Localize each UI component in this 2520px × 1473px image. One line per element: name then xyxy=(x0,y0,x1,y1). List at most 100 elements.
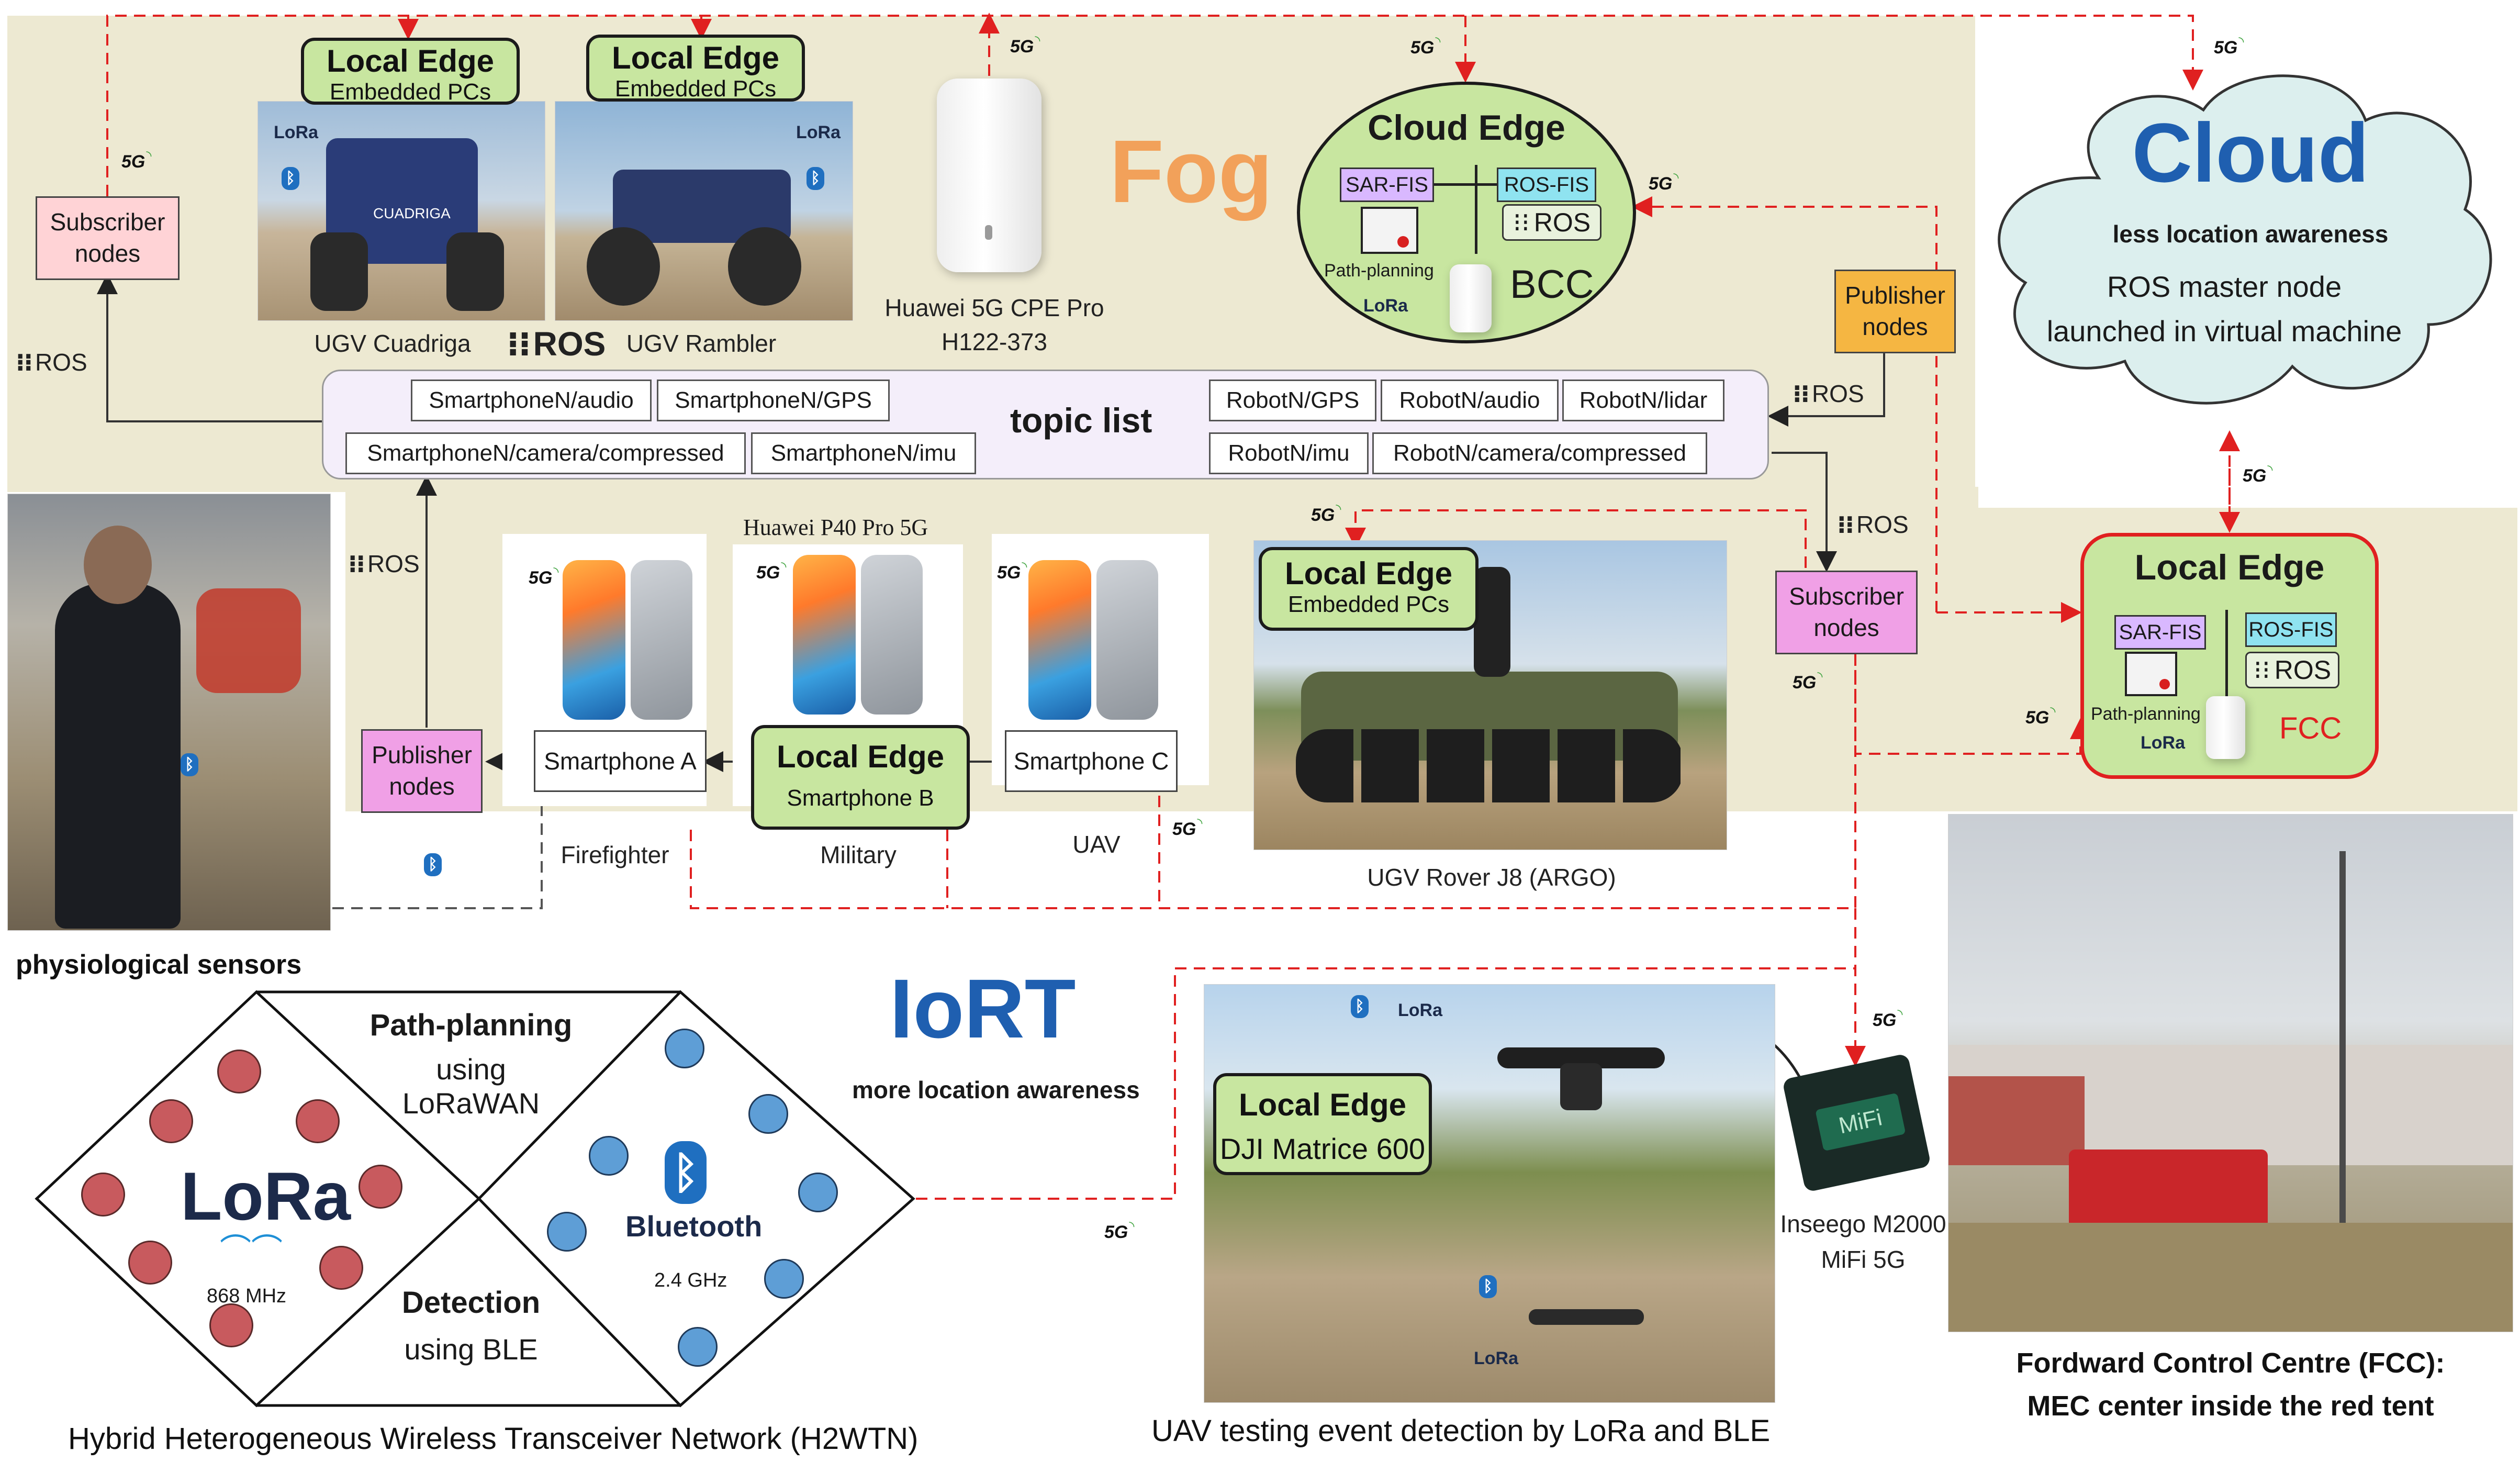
path-planning-icon xyxy=(1361,207,1418,254)
topic-robot-camera: RobotN/camera/compressed xyxy=(1372,432,1707,474)
detection-sub: using BLE xyxy=(404,1333,538,1366)
link-publisher-topic xyxy=(1767,348,1885,427)
bluetooth-frequency: 2.4 GHz xyxy=(654,1269,727,1291)
fcc-path-label: Path-planning xyxy=(2091,704,2201,724)
lora-icon: LoRa xyxy=(796,122,841,142)
five-g-icon: 5G◝ xyxy=(1873,1006,1903,1030)
fog-label: Fog xyxy=(1110,122,1273,221)
field-grass xyxy=(1948,1223,2513,1332)
bcc-divider-h xyxy=(1434,183,1497,186)
lora-icon: LoRa xyxy=(1474,1348,1518,1368)
huawei-cpe-router xyxy=(937,79,1041,272)
cloud-subtitle: less location awareness xyxy=(2112,220,2389,248)
local-edge-rambler: Local Edge Embedded PCs xyxy=(586,35,805,102)
local-edge-argo: Local Edge Embedded PCs xyxy=(1259,547,1479,631)
five-g-icon: 5G◝ xyxy=(121,148,152,172)
firefighter-head xyxy=(84,526,152,604)
topic-robot-imu: RobotN/imu xyxy=(1209,432,1369,474)
lora-node xyxy=(217,1050,261,1093)
lora-node xyxy=(296,1099,340,1143)
argo-wheels xyxy=(1296,729,1683,802)
caption-uav-testing: UAV testing event detection by LoRa and … xyxy=(1151,1414,1771,1448)
caption-ugv-rambler: UGV Rambler xyxy=(626,330,777,357)
publisher-nodes-left: Publisher nodes xyxy=(361,729,483,813)
fcc-router xyxy=(2206,696,2245,759)
antenna-mast xyxy=(2339,851,2346,1228)
cuadriga-plate: CUADRIGA xyxy=(373,205,451,221)
cloud-title: Cloud xyxy=(2132,106,2369,199)
link-topic-subscriber-mid xyxy=(1772,452,1837,572)
bcc-name: BCC xyxy=(1510,262,1594,307)
topic-robot-audio: RobotN/audio xyxy=(1381,380,1559,421)
cloud-line1: ROS master node xyxy=(2107,270,2342,303)
fcc-sarfis-tag: SAR-FIS xyxy=(2114,615,2206,650)
mifi-screen: MiFi xyxy=(1815,1092,1906,1152)
fcc-name: FCC xyxy=(2279,711,2342,745)
bluetooth-icon: ᛒ xyxy=(282,167,299,190)
router-led xyxy=(985,225,992,240)
background-rescuers xyxy=(196,588,301,693)
ros-label-publisher-left: ⁝⁝ROS xyxy=(348,550,420,577)
smartphone-c-back xyxy=(1096,560,1158,720)
smartphone-b-back xyxy=(861,555,923,715)
uav-testing-photo: ᛒ LoRa ᛒ LoRa xyxy=(1204,984,1775,1403)
lora-icon: LoRa xyxy=(1398,1000,1442,1020)
five-g-icon: 5G◝ xyxy=(2214,34,2244,58)
five-g-icon: 5G◝ xyxy=(756,559,787,583)
ble-node xyxy=(798,1173,838,1212)
subscriber-nodes-mid: Subscriber nodes xyxy=(1775,571,1918,654)
smartphone-a-box: Smartphone A xyxy=(534,730,707,792)
lora-icon: LoRa xyxy=(2141,733,2185,753)
ros-grid-icon: ⁝⁝ xyxy=(1513,208,1530,237)
five-g-icon: 5G◝ xyxy=(1172,815,1203,839)
path-planning-title: Path-planning xyxy=(369,1008,573,1042)
ros-label-right: ⁝⁝ROS xyxy=(1793,380,1864,407)
link-argo-5g xyxy=(1345,509,1807,568)
ugv-cuadriga-photo: CUADRIGA LoRa ᛒ xyxy=(257,101,545,321)
bluetooth-icon: ᛒ xyxy=(1351,995,1369,1018)
role-military: Military xyxy=(820,841,897,868)
bcc-path-label: Path-planning xyxy=(1324,261,1434,281)
rambler-wheel xyxy=(587,227,660,306)
bcc-ros-tag: ⁝⁝ROS xyxy=(1502,204,1601,241)
cloud-line2: launched in virtual machine xyxy=(2046,315,2402,348)
smartphone-b-front xyxy=(793,555,856,715)
five-g-icon: 5G◝ xyxy=(2025,704,2056,728)
bluetooth-logo-text: Bluetooth xyxy=(625,1210,763,1243)
subscriber-nodes-top: Subscriber nodes xyxy=(36,196,180,280)
topic-smartphone-gps: SmartphoneN/GPS xyxy=(657,380,890,421)
caption-h2wtn: Hybrid Heterogeneous Wireless Transceive… xyxy=(68,1422,919,1456)
lora-node xyxy=(149,1099,193,1143)
bcc-rosfis-tag: ROS-FIS xyxy=(1497,168,1596,202)
five-g-icon: 5G◝ xyxy=(1010,32,1040,57)
fcc-tent-photo xyxy=(1948,814,2513,1332)
lora-node xyxy=(209,1303,253,1347)
detection-title: Detection xyxy=(401,1286,541,1320)
topic-smartphone-camera: SmartphoneN/camera/compressed xyxy=(345,432,746,474)
ugv-rambler-photo: LoRa ᛒ xyxy=(555,101,853,321)
cloud-shape xyxy=(1998,74,2492,405)
topic-robot-gps: RobotN/GPS xyxy=(1209,380,1376,421)
lora-frequency: 868 MHz xyxy=(207,1285,287,1307)
mifi-caption-line1: Inseego M2000 xyxy=(1780,1210,1946,1237)
lora-node xyxy=(81,1173,125,1217)
role-uav: UAV xyxy=(1072,831,1121,858)
smartphone-a-front xyxy=(563,560,625,720)
ble-node xyxy=(678,1327,718,1367)
topic-smartphone-imu: SmartphoneN/imu xyxy=(751,432,976,474)
five-g-icon: 5G◝ xyxy=(1410,34,1441,58)
red-tent xyxy=(2069,1150,2268,1223)
bluetooth-icon: ᛒ xyxy=(424,853,442,876)
path-planning-sub: using LoRaWAN xyxy=(402,1053,540,1120)
five-g-icon: 5G◝ xyxy=(529,564,559,588)
ble-node xyxy=(547,1212,587,1252)
ble-node xyxy=(764,1259,804,1299)
link-uav-h2wtn xyxy=(916,968,1176,1200)
link-subscriber-fcc xyxy=(1854,654,2091,755)
ros-grid-icon: ⁝⁝ xyxy=(2253,655,2270,685)
bluetooth-icon: ᛒ xyxy=(1479,1275,1497,1298)
path-planning-icon xyxy=(2125,652,2177,696)
rambler-wheel xyxy=(728,227,801,306)
topic-smartphone-audio: SmartphoneN/audio xyxy=(411,380,652,421)
bluetooth-icon: ᛒ xyxy=(807,167,824,190)
